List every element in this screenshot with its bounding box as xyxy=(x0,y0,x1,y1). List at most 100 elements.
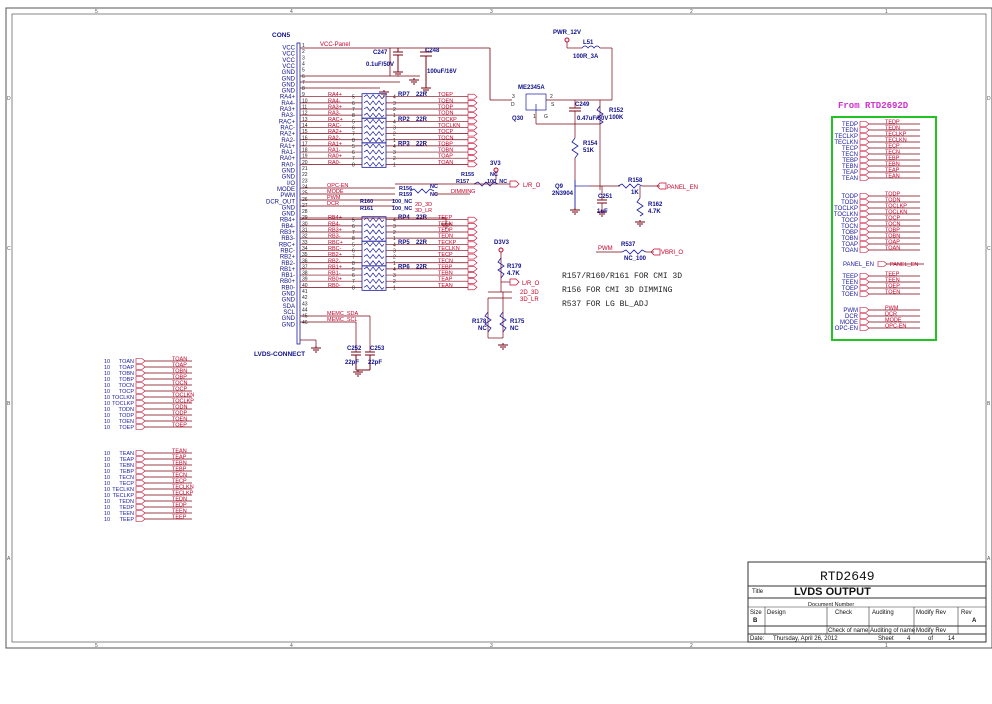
connector-pin-name: RB0+ xyxy=(280,279,296,285)
connector-pin-number: 31 xyxy=(302,228,308,234)
rtd-even-port-net: TEAN xyxy=(885,174,900,180)
rtd-odd-port-pin: TODN xyxy=(841,200,858,206)
offpage-connector xyxy=(467,118,478,125)
rtd-control-port-pin: MODE xyxy=(840,320,858,326)
connector-pin-name: GND xyxy=(282,292,296,298)
connector-pin-number: 14 xyxy=(302,123,308,129)
connector-net-label: RA2+ xyxy=(328,129,342,135)
c251-value: 1uF xyxy=(597,209,608,215)
connector-net-label: RB0- xyxy=(328,283,341,289)
resnet-inner-pin: 5 xyxy=(352,218,355,224)
mosfet-pin2: 2 xyxy=(550,94,553,100)
rtd-odd-port-pin: TOAP xyxy=(842,242,858,248)
resnet-outer-pin: 2 xyxy=(393,255,396,261)
border-row-right: B xyxy=(987,401,991,407)
rtd-odd-port-net: TOAP xyxy=(885,240,900,246)
connector-net-label: RA4- xyxy=(328,98,341,104)
connector-pin-name: RB1- xyxy=(281,273,295,279)
rtd-even-port-net: TECLKP xyxy=(885,132,907,138)
connector-pin-number: 6 xyxy=(302,74,305,80)
size-label: Size xyxy=(750,610,762,616)
rtd-even-port-pin: TECLKN xyxy=(834,140,858,146)
r152-ref: R152 xyxy=(609,108,624,114)
odd-port-sheet: 10 xyxy=(104,419,110,425)
connector-pin-name: RA4+ xyxy=(280,95,296,101)
offpage-connector xyxy=(135,388,146,394)
resnet-inner-pin: 7 xyxy=(352,255,355,261)
rtd-even-port-pin: TEBP xyxy=(842,158,858,164)
border-row-left: C xyxy=(7,246,11,252)
offpage-connector xyxy=(859,229,870,235)
r179-ref: R179 xyxy=(507,264,522,270)
auditing-name: Auditing of name xyxy=(870,628,916,634)
d3v3-label: D3V3 xyxy=(494,240,510,246)
offpage-connector xyxy=(467,266,478,272)
border-row-right: C xyxy=(987,246,991,252)
border-col-top: 5 xyxy=(95,9,98,15)
even-port-pin: TECLKN xyxy=(112,487,134,493)
connector-pin-number: 15 xyxy=(302,129,308,135)
resnet-element xyxy=(363,149,385,155)
connector-net-label: RB0+ xyxy=(328,277,342,283)
offpage-connector xyxy=(467,216,478,223)
odd-port-pin: TOCP xyxy=(119,389,135,395)
connector-pin-name: GND xyxy=(282,205,296,211)
offpage-connector xyxy=(135,450,146,456)
resnet-body xyxy=(361,142,387,168)
resnet-element xyxy=(363,284,385,290)
r158-value: 1K xyxy=(631,190,639,196)
even-port-sheet: 10 xyxy=(104,493,110,499)
connector-pin-number: 4 xyxy=(302,61,305,67)
resnet-element xyxy=(363,106,385,112)
connector-pin-number: 10 xyxy=(302,98,308,104)
border-row-left: D xyxy=(7,96,11,102)
even-port-sheet: 10 xyxy=(104,457,110,463)
even-port-sheet: 10 xyxy=(104,487,110,493)
note-2: R156 FOR CMI 3D DIMMING xyxy=(562,286,673,295)
offpage-connector xyxy=(135,504,146,510)
offpage-connector xyxy=(859,325,870,331)
connector-pin-number: 39 xyxy=(302,277,308,283)
design-notes: R157/R160/R161 FOR CMI 3D R156 FOR CMI 3… xyxy=(562,272,682,309)
even-port-pin: TECP xyxy=(119,481,134,487)
rtd-odd-port-pin: TOCLKP xyxy=(834,206,858,212)
r158-ref: R158 xyxy=(628,178,643,184)
connector-pin-name: RAC+ xyxy=(279,119,296,125)
resnet-inner-pin: 8 xyxy=(352,261,355,267)
offpage-connector xyxy=(135,498,146,504)
r175-ref: R175 xyxy=(510,319,525,325)
rtd-control-port-net: MODE xyxy=(885,318,902,324)
even-port-sheet: 10 xyxy=(104,451,110,457)
even-port-pin: TECLKP xyxy=(113,493,135,499)
rtd-odd-port-net: TOCP xyxy=(885,216,901,222)
resnet-output-net: TOEP xyxy=(438,92,453,98)
rtd-even-port-pin: TEBN xyxy=(842,164,858,170)
dcr-net: DCR xyxy=(327,201,339,207)
rtd-e-port-net: TOEP xyxy=(885,284,900,290)
border-col-top: 2 xyxy=(690,9,693,15)
rev-value: A xyxy=(972,618,977,624)
offpage-connector xyxy=(135,364,146,370)
q30-ref: Q30 xyxy=(512,116,524,122)
connector-net-label: RBC- xyxy=(328,246,342,252)
resnet-element xyxy=(363,143,385,149)
border-col-top: 3 xyxy=(490,9,493,15)
resnet-outer-pin: 4 xyxy=(393,218,396,224)
odd-port-pin: TOBP xyxy=(119,377,134,383)
doc-number-label: Document Number xyxy=(808,602,854,608)
r162-ref: R162 xyxy=(648,202,663,208)
lr-o-label: L/R_O xyxy=(523,183,541,189)
resnet-inner-pin: 6 xyxy=(352,224,355,230)
connector-pin-name: GND xyxy=(282,212,296,218)
resnet-outer-pin: 1 xyxy=(393,261,396,267)
offpage-connector xyxy=(135,370,146,376)
r159-ref: R159 xyxy=(399,192,412,198)
sheet-total: 14 xyxy=(948,636,955,642)
connector-pin-name: I/O xyxy=(287,181,295,187)
connector-net-label: RA0- xyxy=(328,160,341,166)
offpage-connector xyxy=(467,155,478,161)
rtd-odd-port-net: TOCN xyxy=(885,222,901,228)
